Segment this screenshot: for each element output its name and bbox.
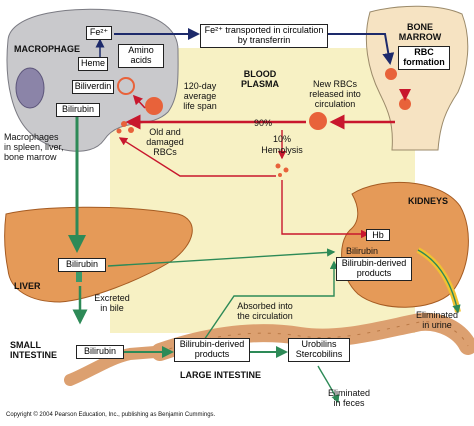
pct-10-label: 10% (272, 134, 291, 144)
macrophage-note: Macrophages in spleen, liver, bone marro… (4, 132, 64, 162)
rbc-fragment (116, 128, 122, 134)
excreted-bile-label: Excreted in bile (94, 293, 130, 313)
gallbladder-duct (76, 262, 82, 282)
rbc-fragment (275, 163, 281, 169)
fe-box: Fe²⁺ (86, 26, 112, 40)
rbc-cell (145, 97, 163, 115)
bilirubin-liver-box: Bilirubin (58, 258, 106, 272)
old-rbcs-label: Old and damaged RBCs (146, 127, 184, 157)
life-span-label: 120-day average life span (183, 81, 217, 111)
small-intestine (64, 344, 186, 386)
heme-box: Heme (78, 57, 108, 71)
urobilins-box: Urobilins Stercobilins (288, 338, 350, 362)
macrophage-nucleus (15, 67, 45, 109)
eliminated-feces-label: Eliminated in feces (327, 388, 371, 408)
rbc-cell (117, 77, 135, 95)
hemolysis-label: Hemolysis (261, 145, 303, 155)
amino-acids-box: Amino acids (118, 44, 164, 68)
bone-marrow-label: BONE MARROW (398, 22, 442, 42)
copyright-text: Copyright © 2004 Pearson Education, Inc.… (6, 412, 216, 418)
rbc-fragment (128, 127, 134, 133)
bilirubin-derived-kidney-box: Bilirubin-derived products (336, 257, 412, 281)
absorbed-label: Absorbed into the circulation (237, 301, 293, 321)
liver-shape (4, 206, 193, 303)
transferrin-box: Fe²⁺ transported in circulation by trans… (200, 24, 328, 48)
kidneys-label: KIDNEYS (407, 196, 448, 206)
bilirubin-intestine-box: Bilirubin (76, 345, 124, 359)
rbc-fragment (283, 167, 289, 173)
bilirubin-derived-intestine-box: Bilirubin-derived products (174, 338, 250, 362)
hb-box: Hb (366, 229, 390, 241)
rbc-cell (399, 98, 411, 110)
pct-90-label: 90% (253, 118, 272, 128)
rbc-fragment (278, 173, 282, 177)
macrophage-label: MACROPHAGE (14, 44, 81, 54)
bone-shape (365, 5, 469, 151)
large-intestine-label: LARGE INTESTINE (180, 370, 262, 380)
bilirubin-macrophage-box: Bilirubin (56, 103, 100, 117)
biliverdin-box: Biliverdin (72, 80, 114, 94)
eliminated-urine-label: Eliminated in urine (415, 310, 459, 330)
new-rbcs-label: New RBCs released into circulation (309, 79, 361, 109)
small-intestine-label: SMALL INTESTINE (10, 340, 58, 360)
rbc-cell (385, 68, 397, 80)
rbc-cell (309, 112, 327, 130)
rbc-formation-box: RBC formation (398, 46, 450, 70)
rbc-cells (116, 68, 411, 177)
liver-label: LIVER (14, 281, 41, 291)
bilirubin-kidney-label: Bilirubin (345, 246, 378, 256)
rbc-fragment (121, 121, 127, 127)
blood-plasma-label: BLOOD PLASMA (241, 69, 279, 89)
